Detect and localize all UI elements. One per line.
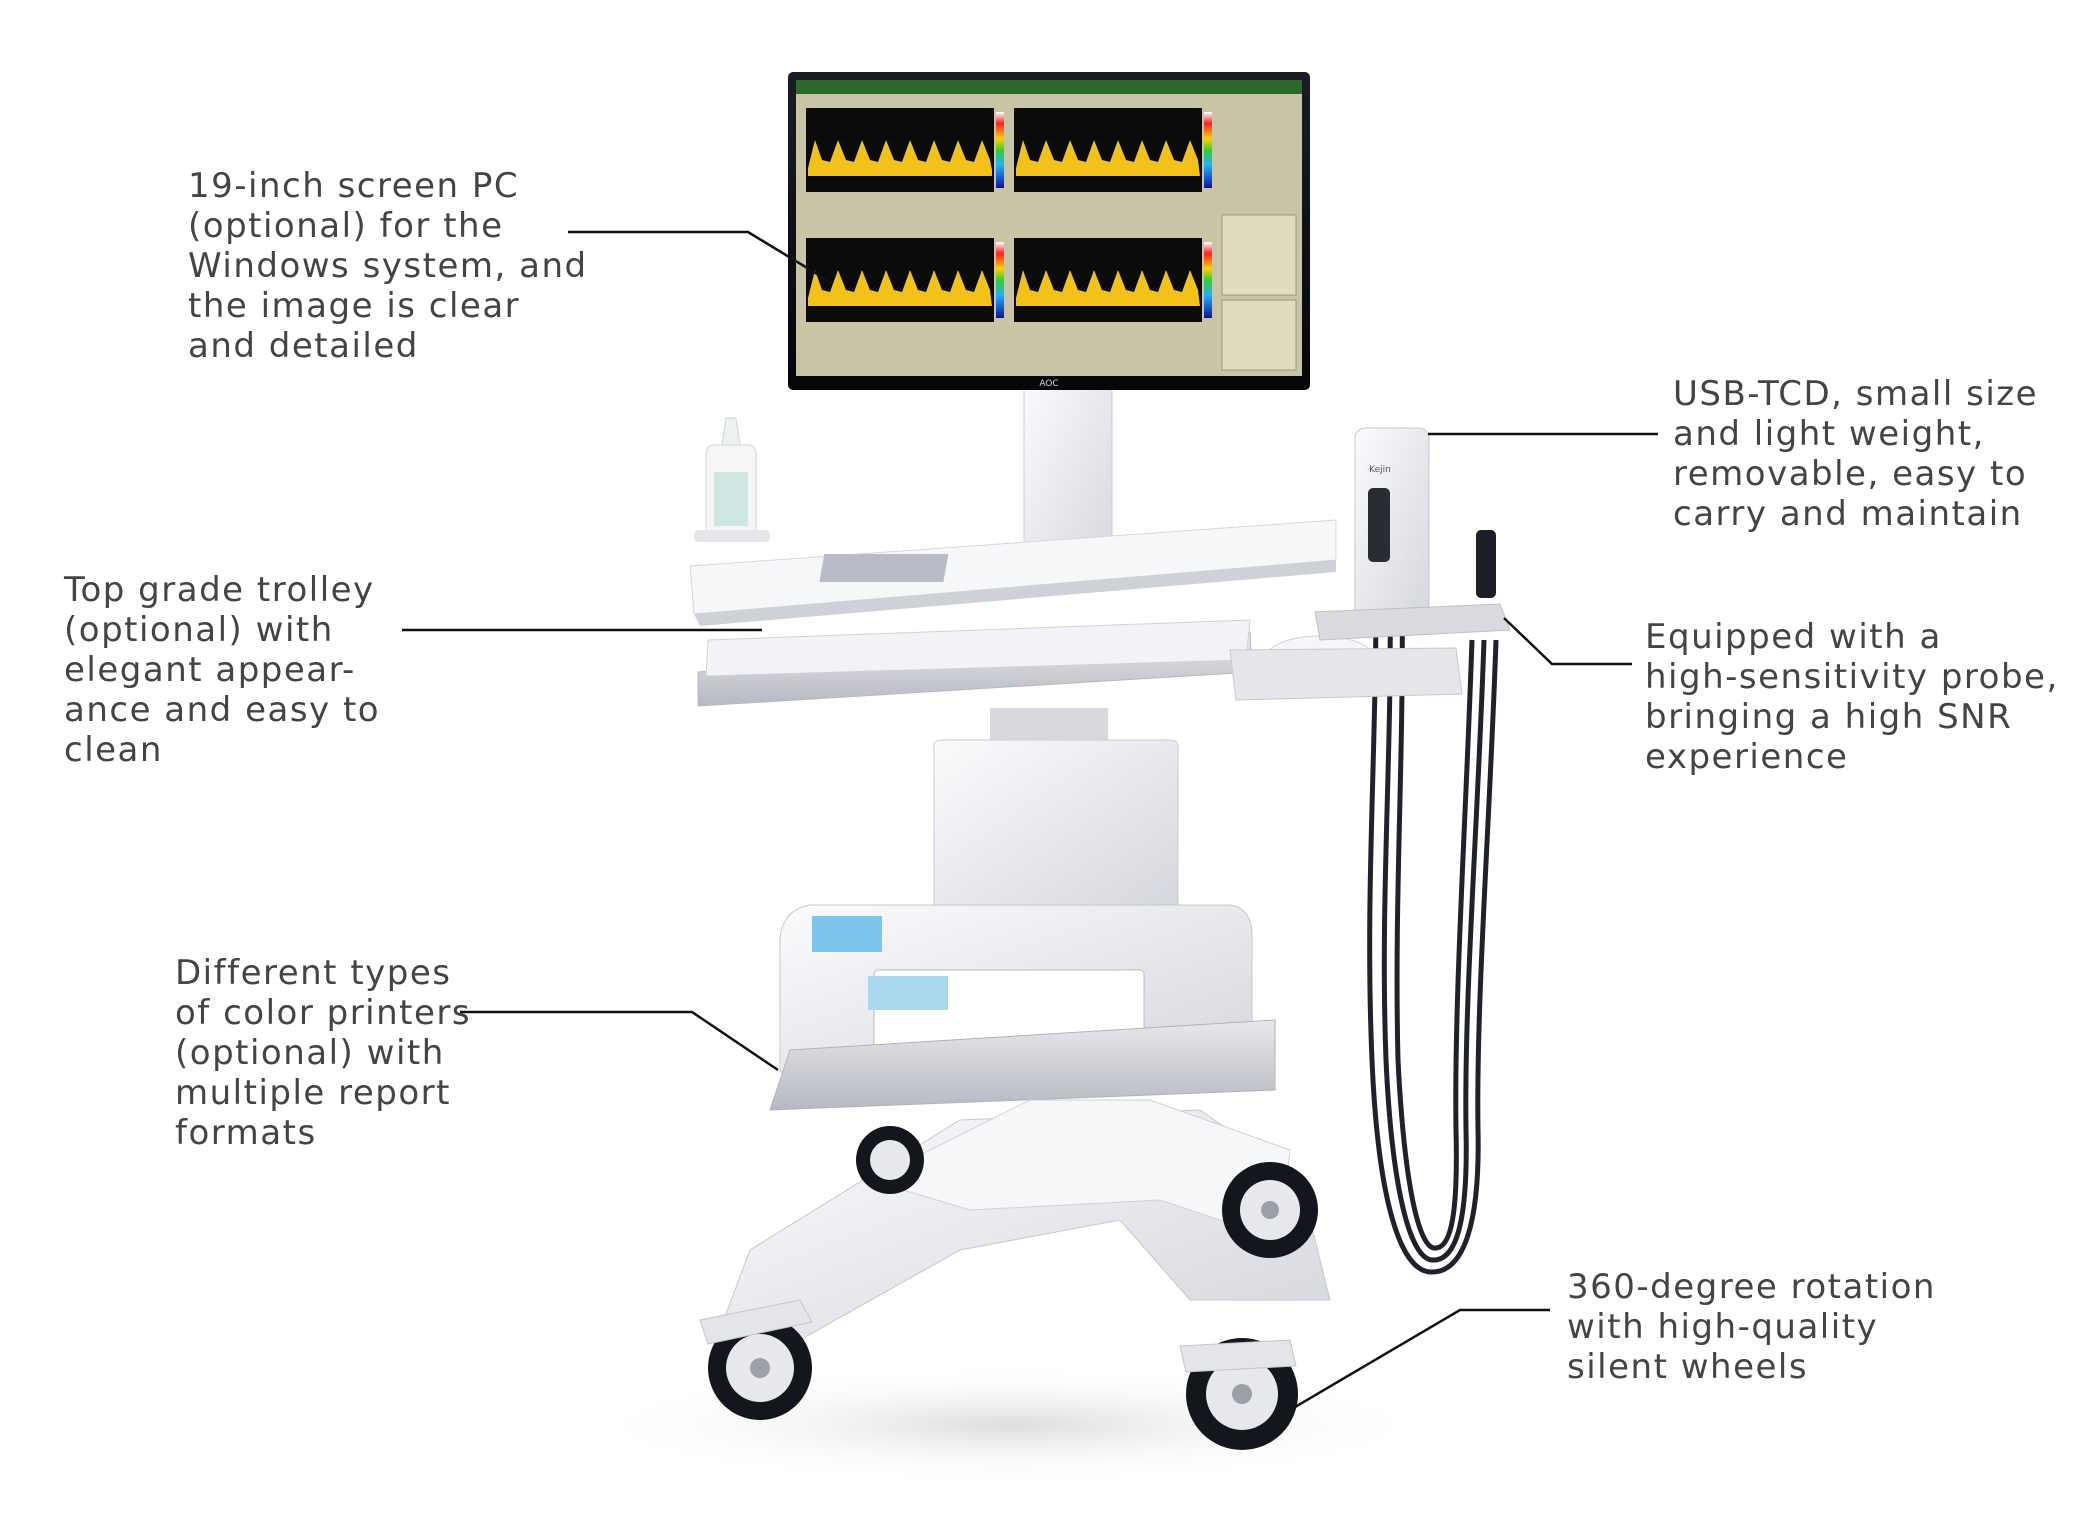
tcd-holder — [1314, 603, 1511, 641]
top-desk — [689, 519, 1337, 626]
leader-line-probe — [1503, 617, 1632, 666]
leader-line-printer — [460, 1010, 779, 1072]
waveform-panel-3 — [806, 238, 994, 322]
rear-panel — [933, 739, 1179, 911]
leader-lines — [402, 230, 1658, 1412]
wheel-rear-right — [1222, 1162, 1318, 1258]
monitor: AOC — [788, 72, 1310, 390]
gel-bottle — [694, 417, 770, 542]
desk-pad — [819, 554, 949, 582]
callout-usb-tcd: USB-TCD, small size and light weight, re… — [1673, 374, 2039, 534]
mouse-pad-arm — [1229, 647, 1463, 701]
keyboard-tray — [697, 619, 1463, 707]
colorbar-2 — [1204, 112, 1212, 188]
tcd-brand: Kejin — [1369, 465, 1391, 475]
cart-base — [719, 1099, 1331, 1341]
probe-cables — [1367, 599, 1499, 1275]
monitor-brand: AOC — [1039, 379, 1058, 389]
wheel-front-left — [699, 1299, 813, 1420]
doppler-waveforms — [808, 140, 1200, 306]
wheel-front-right — [1179, 1338, 1298, 1450]
waveform-panel-2 — [1014, 108, 1202, 192]
colorbar-3 — [996, 242, 1004, 318]
callout-probe: Equipped with a high-sensitivity probe, … — [1645, 617, 2059, 777]
callout-screen: 19-inch screen PC (optional) for the Win… — [188, 166, 588, 366]
screen-header-bar — [796, 80, 1302, 94]
waveform-panel-1 — [806, 108, 994, 192]
callout-trolley: Top grade trolley (optional) with elegan… — [64, 570, 381, 770]
usb-tcd-unit: Kejin — [1314, 427, 1511, 641]
wheel-rear-left — [856, 1126, 924, 1194]
callout-printer: Different types of color printers (optio… — [175, 953, 472, 1153]
screen-side-controls — [1221, 214, 1297, 371]
colorbar-4 — [1204, 242, 1212, 318]
waveform-panel-4 — [1014, 238, 1202, 322]
probe-handle — [1476, 530, 1496, 598]
callout-wheels: 360-degree rotation with high-quality si… — [1567, 1267, 1936, 1387]
colorbar-1 — [996, 112, 1004, 188]
printer-tray — [769, 1019, 1276, 1111]
leader-line-screen — [568, 230, 833, 285]
floor-shadow — [580, 1365, 1440, 1485]
leader-line-wheels — [1289, 1308, 1550, 1412]
